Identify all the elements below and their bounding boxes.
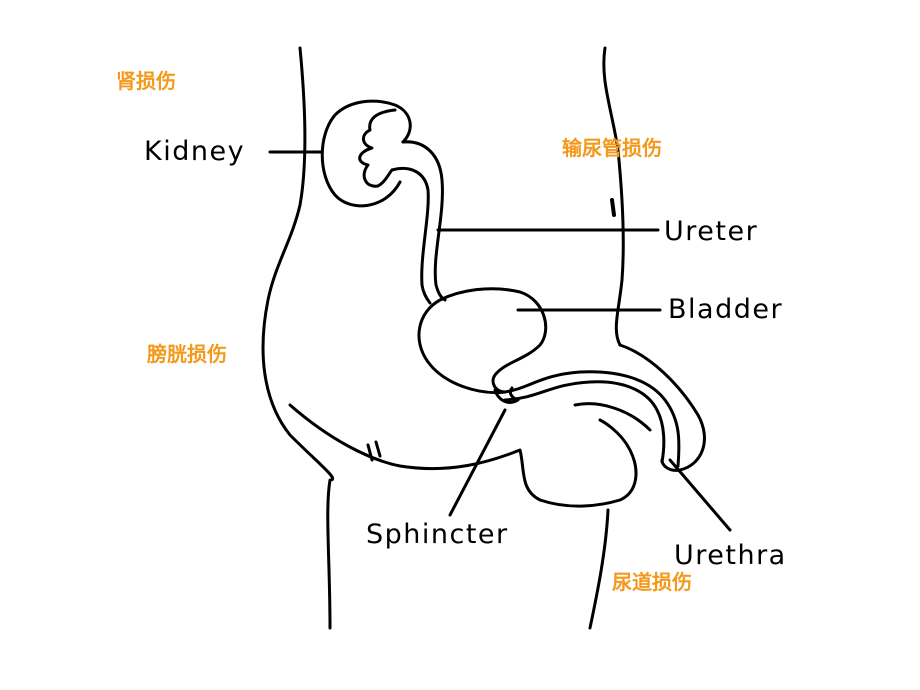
kidney-injury-note: 肾损伤 — [116, 69, 176, 93]
sphincter-leader — [448, 408, 507, 517]
bladder-outline — [417, 287, 548, 395]
pelvic-floor-curve — [573, 402, 652, 432]
urethra-outer — [503, 370, 681, 468]
bladder-injury-note: 膀胱损伤 — [147, 342, 227, 366]
ureter-injury-note: 输尿管损伤 — [562, 136, 662, 160]
ureter-label: Ureter — [664, 216, 759, 247]
urethra-injury-note: 尿道损伤 — [612, 570, 692, 594]
urethra-inner — [503, 380, 666, 464]
urethra-leader — [668, 458, 732, 532]
body-back-outline — [261, 46, 334, 630]
bladder-label: Bladder — [668, 294, 784, 325]
sphincter-outline — [493, 386, 520, 404]
sphincter-label: Sphincter — [366, 519, 509, 550]
kidney-label: Kidney — [144, 136, 246, 167]
external-genital-outline — [618, 343, 706, 472]
kidney-hilum — [358, 108, 397, 188]
body-front-outline-upper — [602, 46, 625, 347]
ureter-inner — [390, 166, 432, 305]
kidney-outline — [320, 99, 412, 208]
thigh-front-outline — [588, 508, 610, 630]
contour-mark — [610, 198, 616, 217]
urethra-label: Urethra — [674, 540, 787, 571]
pelvic-tick — [366, 440, 382, 462]
ureter-outer — [401, 140, 447, 302]
pelvic-floor-outline — [288, 403, 638, 508]
